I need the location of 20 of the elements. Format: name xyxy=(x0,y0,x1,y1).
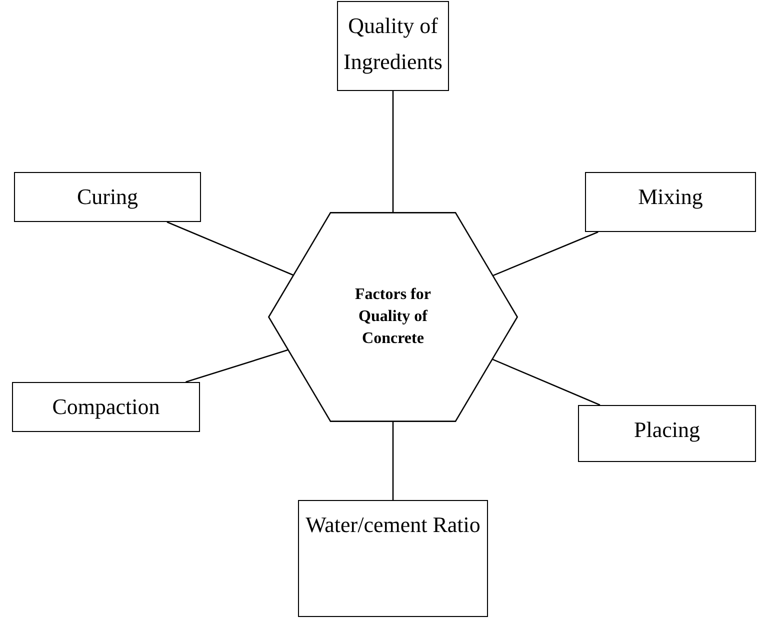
factor-box xyxy=(585,172,756,232)
factor-box xyxy=(578,405,756,462)
node-label: Quality of Ingredients xyxy=(342,12,444,76)
node-label: Curing xyxy=(76,183,138,211)
connector-line xyxy=(493,231,598,276)
factor-box xyxy=(14,172,201,222)
node-label: Factors for Quality of Concrete xyxy=(354,285,432,349)
hexagon-node xyxy=(268,212,518,422)
connector-line xyxy=(186,349,288,383)
factor-box xyxy=(298,500,488,617)
node-label: Placing xyxy=(634,416,700,444)
factor-box xyxy=(337,1,449,91)
connector-line xyxy=(166,221,294,276)
connector-line xyxy=(392,422,394,500)
node-label: Water/cement Ratio xyxy=(306,511,480,539)
connector-line xyxy=(492,358,600,406)
node-label: Mixing xyxy=(638,183,703,211)
node-label: Compaction xyxy=(52,393,160,421)
factor-box xyxy=(12,382,200,432)
connector-line xyxy=(392,91,394,212)
